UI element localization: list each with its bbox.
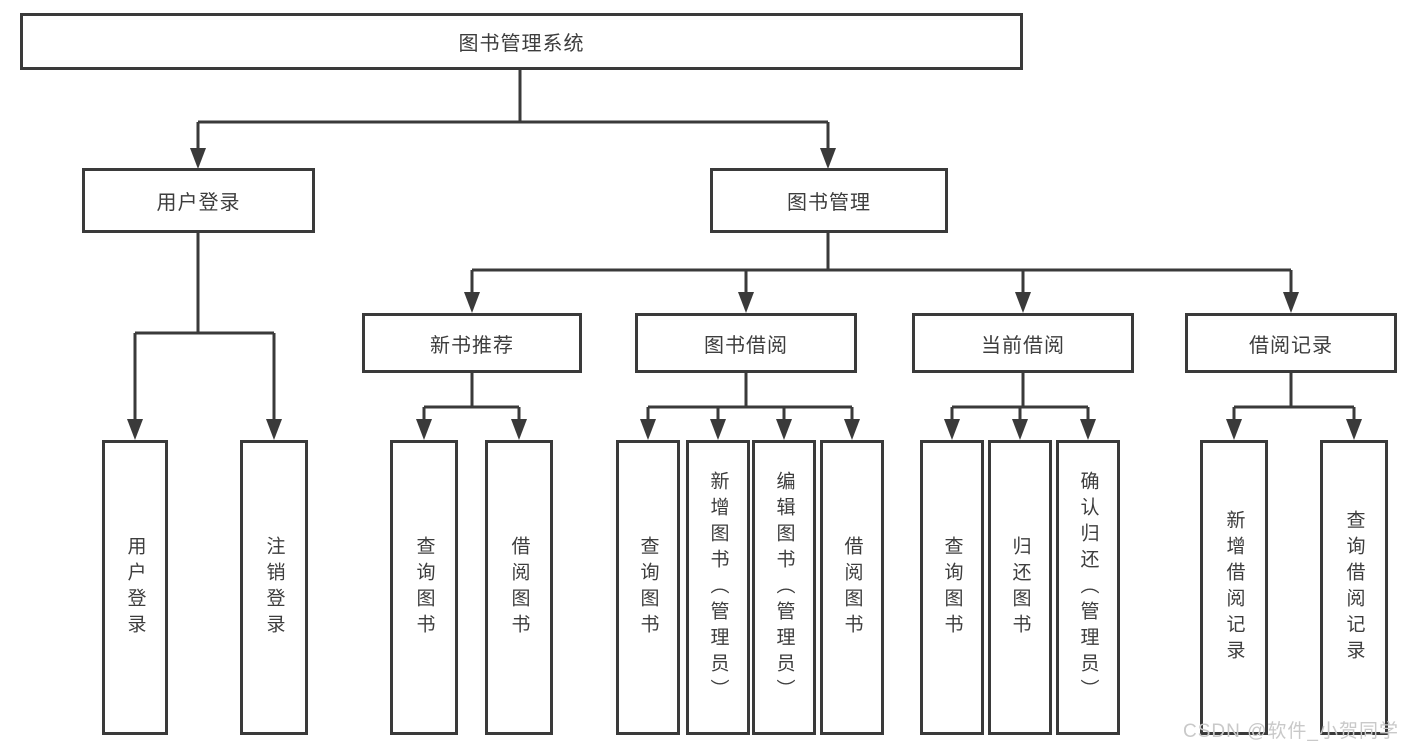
leaf-recommend-query-books: 查询图书 bbox=[390, 440, 458, 735]
leaf-borrowing-add-books-admin: 新增图书（管理员） bbox=[686, 440, 750, 735]
leaf-records-query-record: 查询借阅记录 bbox=[1320, 440, 1388, 735]
node-borrowing-records: 借阅记录 bbox=[1185, 313, 1397, 373]
leaf-current-confirm-return-admin: 确认归还（管理员） bbox=[1056, 440, 1120, 735]
csdn-watermark: CSDN @软件_小贺同学 bbox=[1183, 721, 1399, 742]
leaf-borrowing-query-books: 查询图书 bbox=[616, 440, 680, 735]
node-book-borrowing: 图书借阅 bbox=[635, 313, 857, 373]
node-user-login: 用户登录 bbox=[82, 168, 315, 233]
leaf-recommend-borrow-books: 借阅图书 bbox=[485, 440, 553, 735]
leaf-label: 查询图书 bbox=[637, 535, 659, 640]
leaf-logout: 注销登录 bbox=[240, 440, 308, 735]
leaf-label: 查询图书 bbox=[941, 535, 963, 640]
leaf-label: 查询借阅记录 bbox=[1343, 509, 1365, 666]
leaf-label: 归还图书 bbox=[1009, 535, 1031, 640]
node-book-management: 图书管理 bbox=[710, 168, 948, 233]
leaf-borrowing-edit-books-admin: 编辑图书（管理员） bbox=[752, 440, 816, 735]
leaf-label: 确认归还（管理员） bbox=[1077, 470, 1099, 705]
node-current-borrowing: 当前借阅 bbox=[912, 313, 1134, 373]
leaf-label: 用户登录 bbox=[124, 535, 146, 640]
leaf-label: 新增借阅记录 bbox=[1223, 509, 1245, 666]
leaf-user-login: 用户登录 bbox=[102, 440, 168, 735]
leaf-label: 新增图书（管理员） bbox=[707, 470, 729, 705]
leaf-label: 查询图书 bbox=[413, 535, 435, 640]
node-library-management-system: 图书管理系统 bbox=[20, 13, 1023, 70]
leaf-records-add-record: 新增借阅记录 bbox=[1200, 440, 1268, 735]
leaf-label: 借阅图书 bbox=[508, 535, 530, 640]
leaf-label: 借阅图书 bbox=[841, 535, 863, 640]
leaf-label: 注销登录 bbox=[263, 535, 285, 640]
leaf-current-query-books: 查询图书 bbox=[920, 440, 984, 735]
leaf-label: 编辑图书（管理员） bbox=[773, 470, 795, 705]
node-new-book-recommend: 新书推荐 bbox=[362, 313, 582, 373]
leaf-borrowing-borrow-books: 借阅图书 bbox=[820, 440, 884, 735]
leaf-current-return-books: 归还图书 bbox=[988, 440, 1052, 735]
